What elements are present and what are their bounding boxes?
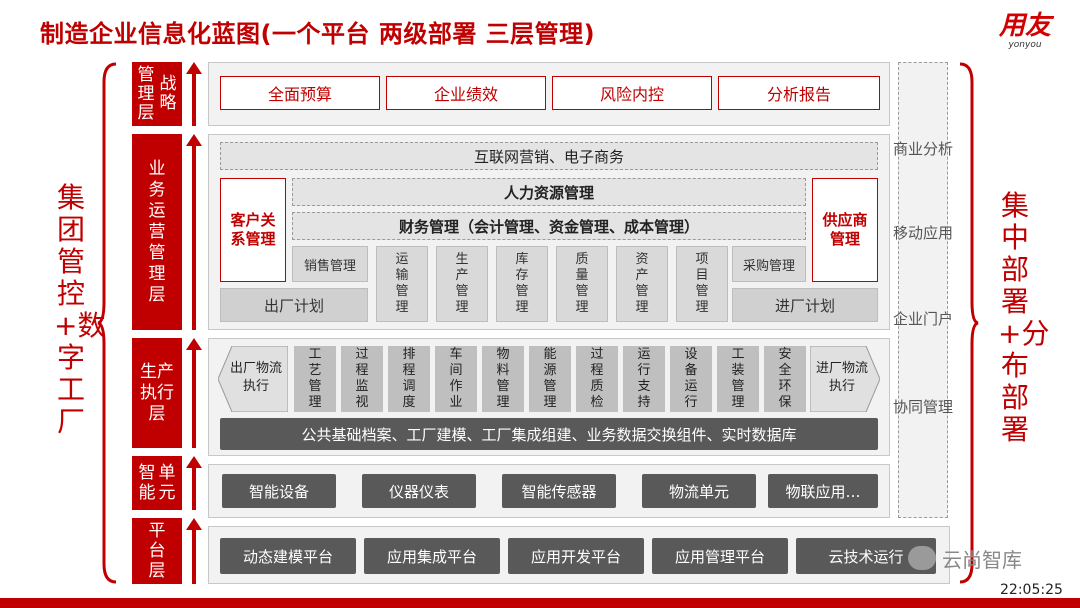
right-arrow-shape-icon [810,346,880,412]
base-data-bar: 公共基础档案、工厂建模、工厂集成组建、业务数据交换组件、实时数据库 [220,418,878,450]
strategy-label-b: 战略 [159,74,177,113]
execution-module: 工装管理 [717,346,759,412]
watermark-text: 云尚智库 [942,548,1022,572]
strategy-item: 全面预算 [220,76,380,110]
outbound-plan-box: 出厂计划 [220,288,368,322]
module-text: 物料管理 [496,347,510,410]
execution-module: 过程监视 [341,346,383,412]
module-text: 设备运行 [684,347,698,410]
platform-item: 动态建模平台 [220,538,356,574]
execution-module: 工艺管理 [294,346,336,412]
module-text: 生产管理 [455,252,469,315]
right-service: 移动应用 [893,224,954,242]
scm-box: 供应商管理 [812,178,878,282]
right-services-column [898,62,948,518]
module-text: 资产管理 [635,252,649,315]
left-arrow-shape-icon [218,346,288,412]
execution-module: 过程质检 [576,346,618,412]
operation-module: 运输管理 [376,246,428,322]
execution-module: 安全环保 [764,346,806,412]
logo-en: yonyou [1008,40,1042,50]
operation-label-text: 业务运营管理层 [148,158,166,305]
module-text: 排程调度 [402,347,416,410]
logo-cn: 用友 [998,11,1051,41]
right-brace-icon [959,62,979,584]
right-vertical-label: 集中部署+分布部署 [998,189,1050,446]
platform-item: 应用集成平台 [364,538,500,574]
module-text: 工艺管理 [308,347,322,410]
module-text: 质量管理 [575,252,589,315]
platform-label-text: 平台层 [148,521,166,581]
execution-module: 排程调度 [388,346,430,412]
timestamp: 22:05:25 [1000,582,1063,598]
bottom-band [0,598,1080,608]
crm-text: 客户关系管理 [230,211,276,248]
module-text: 工装管理 [731,347,745,410]
purchase-box: 采购管理 [732,246,806,282]
finance-bar: 财务管理（会计管理、资金管理、成本管理） [292,212,806,240]
operation-module: 项目管理 [676,246,728,322]
right-service: 商业分析 [893,140,954,158]
module-text: 安全环保 [778,347,792,410]
operation-module: 生产管理 [436,246,488,322]
platform-item: 应用管理平台 [652,538,788,574]
smart-layer-label: 智能 单元 [132,456,182,510]
strategy-label-a: 管理层 [137,64,155,123]
module-text: 能源管理 [543,347,557,410]
smart-item: 物流单元 [642,474,756,508]
execution-module: 物料管理 [482,346,524,412]
smart-item: 物联应用… [768,474,878,508]
left-vertical-label: 集团管控+数字工厂 [54,181,106,438]
right-service: 企业门户 [893,310,954,328]
module-text: 项目管理 [695,252,709,315]
strategy-item: 分析报告 [718,76,880,110]
module-text: 运输管理 [395,252,409,315]
ecommerce-bar: 互联网营销、电子商务 [220,142,878,170]
wechat-icon [908,546,936,570]
crm-box: 客户关系管理 [220,178,286,282]
module-text: 库存管理 [515,252,529,315]
yonyou-logo: 用友 yonyou [990,12,1060,50]
operation-module: 库存管理 [496,246,548,322]
strategy-layer-label: 管理层 战略 [132,62,182,126]
strategy-item: 企业绩效 [386,76,546,110]
execution-module: 能源管理 [529,346,571,412]
sales-box: 销售管理 [292,246,368,282]
in-logistics-text: 进厂物流执行 [816,361,869,394]
right-service: 协同管理 [893,398,954,416]
execution-label-text: 生产执行层 [140,361,174,424]
up-arrows-icon [186,62,202,584]
operation-layer-label: 业务运营管理层 [132,134,182,330]
smart-item: 智能设备 [222,474,336,508]
module-text: 过程监视 [355,347,369,410]
smart-item: 仪器仪表 [362,474,476,508]
operation-module: 资产管理 [616,246,668,322]
smart-label-a: 智能 [138,463,156,503]
module-text: 运行支持 [637,347,651,410]
execution-layer-label: 生产执行层 [132,338,182,448]
left-brace-icon [97,62,117,584]
scm-text: 供应商管理 [822,211,868,248]
hr-bar: 人力资源管理 [292,178,806,206]
strategy-item: 风险内控 [552,76,712,110]
execution-module: 运行支持 [623,346,665,412]
smart-item: 智能传感器 [502,474,616,508]
execution-module: 车间作业 [435,346,477,412]
smart-label-b: 单元 [158,463,176,503]
platform-layer-label: 平台层 [132,518,182,584]
platform-item: 应用开发平台 [508,538,644,574]
module-text: 过程质检 [590,347,604,410]
execution-module: 设备运行 [670,346,712,412]
module-text: 车间作业 [449,347,463,410]
out-logistics-text: 出厂物流执行 [230,361,283,394]
operation-module: 质量管理 [556,246,608,322]
page-title: 制造企业信息化蓝图(一个平台 两级部署 三层管理) [40,20,596,48]
inbound-plan-box: 进厂计划 [732,288,878,322]
